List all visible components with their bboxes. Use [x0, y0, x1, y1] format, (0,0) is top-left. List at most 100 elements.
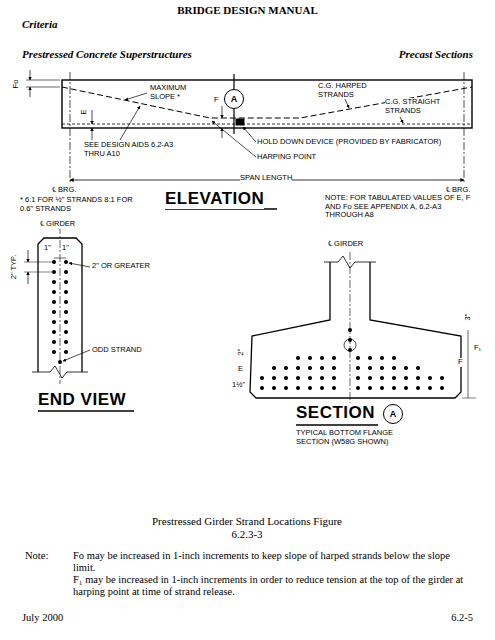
section-marker: A: [224, 89, 244, 109]
strand-dot: [308, 376, 312, 380]
strand-dot: [404, 376, 408, 380]
drawing-label: ℄ BRG.: [52, 186, 76, 195]
strand-dot: [284, 386, 288, 390]
drawing-label: ℄ GIRDER: [40, 220, 75, 229]
drawing-label: NOTE: FOR TABULATED VALUES OF E, F AND F…: [325, 194, 477, 220]
strand-dot: [416, 376, 420, 380]
strand-dot: [392, 376, 396, 380]
strand-dot: [332, 366, 336, 370]
strand-dot: [52, 320, 56, 324]
strand-dot: [320, 386, 324, 390]
strand-dot: [404, 366, 408, 370]
drawing-label: 3": [464, 314, 473, 321]
drawing-label: SPAN LENGTH: [240, 174, 292, 183]
drawing-label: HARPING POINT: [257, 153, 316, 162]
strand-dot: [52, 300, 56, 304]
page-text: Precast Sections: [399, 48, 473, 61]
strand-dot: [296, 376, 300, 380]
strand-dot: [52, 290, 56, 294]
drawing-label: 2" OR GREATER: [92, 262, 150, 271]
strand-dot: [332, 356, 336, 360]
strand-dot: [284, 376, 288, 380]
drawing-label: 2": [237, 349, 246, 356]
page-text: Criteria: [22, 18, 57, 31]
drawing-label: 1": [44, 244, 51, 253]
strand-dot: [52, 270, 56, 274]
strand-dot: [64, 320, 68, 324]
strand-dot: [368, 386, 372, 390]
strand-dot: [260, 376, 264, 380]
strand-dot: [332, 386, 336, 390]
figure-caption: Prestressed Girder Strand Locations Figu…: [147, 515, 347, 540]
strand-dot: [64, 310, 68, 314]
strand-dot: [64, 300, 68, 304]
drawing-label: E: [80, 109, 89, 114]
drawing-label: TYPICAL BOTTOM FLANGE SECTION (W58G SHOW…: [296, 429, 421, 446]
strand-dot: [308, 386, 312, 390]
strand-dot: [272, 376, 276, 380]
strand-dot: [332, 376, 336, 380]
strand-dot: [52, 340, 56, 344]
strand-dot: [356, 376, 360, 380]
page-text: 6.2-5: [451, 612, 473, 624]
page-text: Fo may be increased in 1-inch increments…: [73, 550, 473, 574]
page-text: Note:: [25, 550, 48, 562]
section-letter: A: [390, 409, 397, 419]
drawing-label: MAXIMUM SLOPE *: [150, 84, 200, 101]
drawing-label: END VIEW: [38, 390, 126, 410]
drawing-label: 2" TYP.: [10, 255, 19, 280]
drawing-label: SEE DESIGN AIDS 6.2-A3 THRU A10: [84, 141, 179, 158]
drawing-label: C.G. HARPED STRANDS: [318, 82, 398, 99]
bottom-flange-section: [250, 262, 461, 398]
page-text: F₁ may be increased in 1-inch increments…: [73, 574, 473, 598]
strand-dot: [368, 376, 372, 380]
strand-dot: [380, 366, 384, 370]
strand-dot: [58, 360, 62, 364]
hold-down-device: [236, 119, 244, 125]
strand-dot: [272, 366, 276, 370]
drawing-label: SECTION: [296, 403, 375, 423]
strand-dot: [64, 270, 68, 274]
strand-dot: [380, 376, 384, 380]
drawing-label: 1": [62, 244, 69, 253]
strand-dot: [64, 330, 68, 334]
strand-dot: [52, 310, 56, 314]
strand-dot: [368, 366, 372, 370]
strand-dot: [320, 356, 324, 360]
strand-dot: [348, 348, 352, 352]
strand-dot: [428, 376, 432, 380]
strand-dot: [296, 366, 300, 370]
strand-dot: [320, 376, 324, 380]
strand-dot: [440, 386, 444, 390]
drawing-label: HOLD DOWN DEVICE (PROVIDED BY FABRICATOR…: [257, 138, 457, 147]
page-header: BRIDGE DESIGN MANUAL: [177, 4, 318, 17]
strand-dot: [64, 340, 68, 344]
strand-dot: [308, 366, 312, 370]
strand-dot: [296, 356, 300, 360]
strand-dot: [308, 356, 312, 360]
strand-dot: [428, 386, 432, 390]
strand-dot: [348, 328, 352, 332]
strand-dot: [64, 350, 68, 354]
drawing-label: * 6:1 FOR ½" STRANDS 8:1 FOR 0.6" STRAND…: [20, 196, 145, 213]
strand-dot: [380, 386, 384, 390]
strand-dot: [64, 290, 68, 294]
drawing-label: 1½": [232, 381, 245, 390]
drawing-label: ℄ GIRDER: [328, 240, 363, 249]
end-view-web: [38, 238, 82, 372]
drawing-label: F₁: [474, 344, 481, 353]
strand-dot: [52, 330, 56, 334]
strand-dot: [440, 376, 444, 380]
strand-dot: [356, 356, 360, 360]
strand-dot: [416, 386, 420, 390]
section-letter: A: [231, 94, 238, 104]
strand-dot: [64, 260, 68, 264]
drawing-label: F: [458, 358, 463, 367]
drawing-label: F: [214, 96, 219, 105]
strand-dot: [52, 280, 56, 284]
strand-dot: [368, 356, 372, 360]
strand-dot: [392, 386, 396, 390]
strand-dot: [52, 260, 56, 264]
strand-dot: [296, 386, 300, 390]
